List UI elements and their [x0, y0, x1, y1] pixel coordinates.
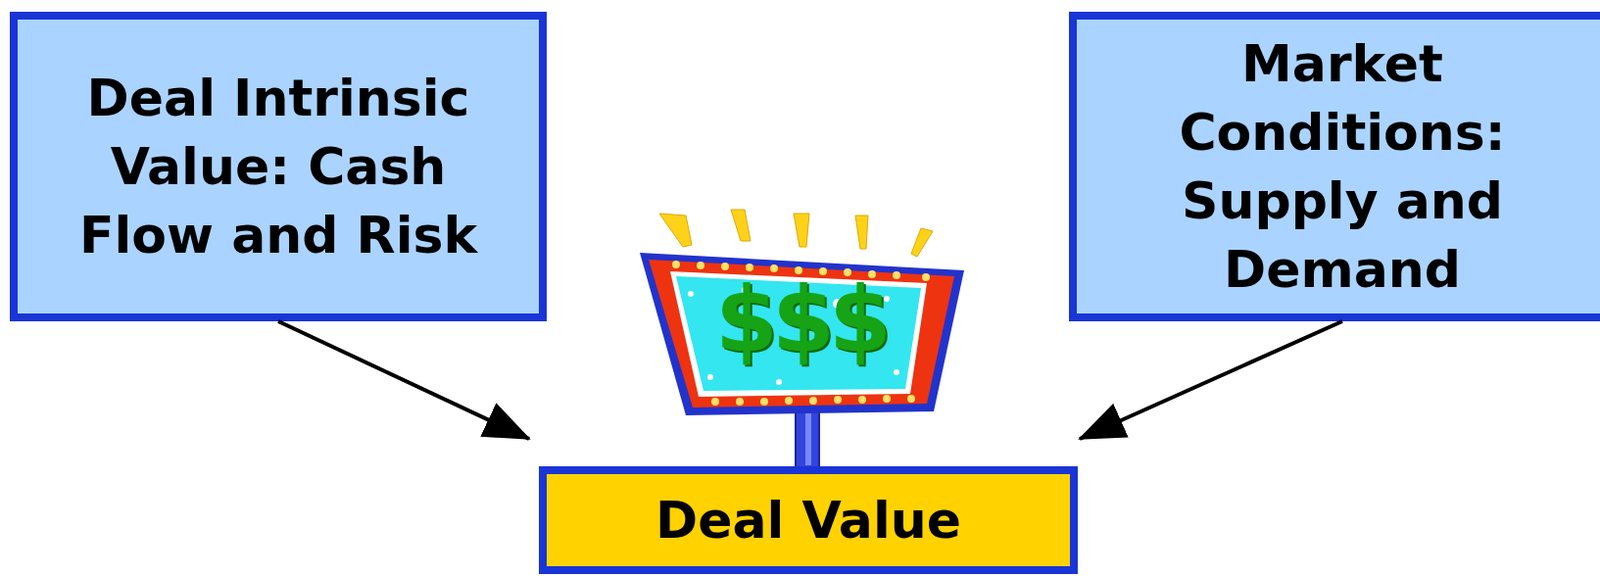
sign-light: [711, 397, 720, 406]
text-box: Deal Value: [538, 466, 1078, 575]
sign-light: [760, 397, 769, 406]
sign-light: [907, 394, 916, 403]
sign-rays: [659, 209, 933, 257]
sign-light: [809, 396, 818, 405]
sign-light: [892, 271, 901, 280]
arrow-connector: [1079, 321, 1343, 439]
sign-ray: [793, 213, 810, 247]
sign-frame: [639, 252, 965, 416]
arrow-connector: [278, 321, 530, 439]
sign-sparkle: [775, 379, 782, 386]
sign-border: [648, 259, 955, 408]
sign-light: [735, 397, 744, 406]
sign-sparkle: [707, 374, 714, 381]
sign-post: [795, 407, 820, 469]
sign-light: [858, 395, 867, 404]
box-text: Market Conditions: Supply and Demand: [1135, 29, 1550, 304]
sign-light: [672, 260, 680, 269]
sign-light: [882, 394, 891, 403]
sign-light: [921, 273, 930, 282]
sign-sparkle: [687, 290, 694, 297]
box-text: Deal Value: [655, 485, 962, 555]
sign-ray: [855, 215, 869, 249]
sign-ray: [659, 213, 692, 247]
text-box: Deal Intrinsic Value: Cash Flow and Risk: [9, 11, 547, 322]
box-text: Deal Intrinsic Value: Cash Flow and Risk: [39, 63, 518, 270]
sign-ray: [730, 209, 751, 242]
sign-sparkle: [893, 369, 900, 376]
sign-ray: [911, 228, 933, 257]
sign-light: [784, 396, 793, 405]
sign-post-highlight: [805, 411, 812, 466]
text-box: Market Conditions: Supply and Demand: [1068, 11, 1600, 322]
sign-light: [696, 261, 705, 270]
sign-light: [833, 395, 842, 404]
sign-text: $$$: [658, 262, 943, 381]
